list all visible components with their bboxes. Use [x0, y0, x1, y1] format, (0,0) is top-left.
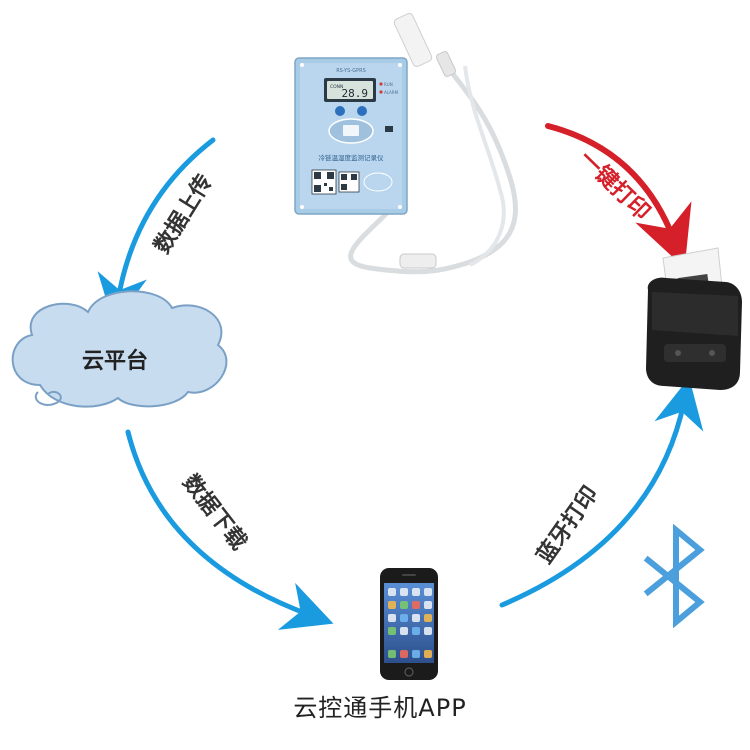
arrow-upload — [97, 137, 216, 325]
device-screen-value: 28.9 — [342, 87, 369, 100]
phone-icon — [380, 568, 438, 680]
device-indicator-run: RUN — [384, 82, 393, 87]
upload-label: 数据上传 — [149, 170, 218, 258]
device-model: RS-YS-GPRS — [336, 68, 366, 74]
device-name: 冷链温湿度监测记录仪 — [319, 153, 385, 162]
printer-icon — [646, 247, 742, 390]
arrow-bluetooth-print — [499, 377, 704, 608]
bluetooth-print-label: 蓝牙打印 — [532, 482, 603, 568]
arrow-download — [125, 429, 334, 630]
arrow-one-click-print — [545, 123, 692, 269]
cloud-icon: 云平台 — [11, 290, 228, 408]
logger-device-icon: RS-YS-GPRS CONN 28.9 RUN ALARM 冷链温湿度监测记录… — [294, 13, 518, 275]
device-indicator-alarm: ALARM — [384, 90, 399, 95]
cloud-label: 云平台 — [82, 348, 148, 374]
bluetooth-icon — [643, 523, 705, 629]
app-label: 云控通手机APP — [293, 694, 467, 722]
device-screen-mode: CONN — [330, 84, 343, 90]
